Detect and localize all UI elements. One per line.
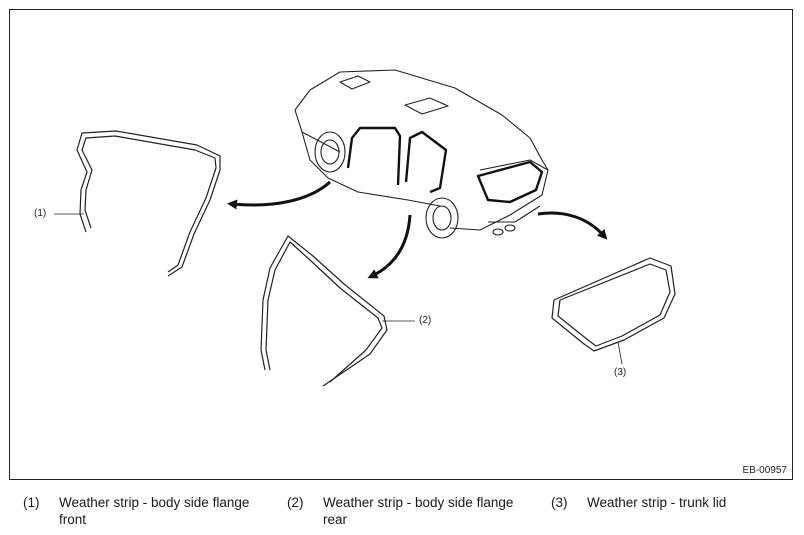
callout-3: (3) bbox=[614, 367, 627, 378]
front-weather-strip bbox=[76, 130, 221, 277]
legend-text: Weather strip - body side flange front bbox=[59, 495, 250, 527]
car-illustration bbox=[294, 69, 549, 239]
rear-weather-strip bbox=[260, 235, 388, 387]
trunk-weather-strip bbox=[551, 257, 676, 352]
weather-strip-illustration bbox=[54, 69, 676, 387]
arrow-to-front-strip bbox=[227, 180, 332, 210]
legend-number: (1) bbox=[23, 495, 40, 510]
legend: (1) Weather strip - body side flange fro… bbox=[0, 494, 804, 534]
figure-code: EB-00957 bbox=[742, 465, 787, 476]
callout-1: (1) bbox=[34, 208, 47, 219]
arrow-to-rear-strip bbox=[367, 214, 412, 279]
legend-text: Weather strip - trunk lid bbox=[587, 495, 727, 510]
legend-text: Weather strip - body side flange rear bbox=[323, 495, 514, 527]
figure-frame: (1) (2) (3) EB-00957 bbox=[9, 9, 793, 480]
legend-number: (3) bbox=[551, 495, 568, 510]
arrow-to-trunk-strip bbox=[537, 211, 608, 240]
callout-2: (2) bbox=[419, 315, 432, 326]
callout-leader-3 bbox=[617, 341, 623, 365]
legend-number: (2) bbox=[287, 495, 304, 510]
car-door-strips bbox=[346, 126, 544, 204]
